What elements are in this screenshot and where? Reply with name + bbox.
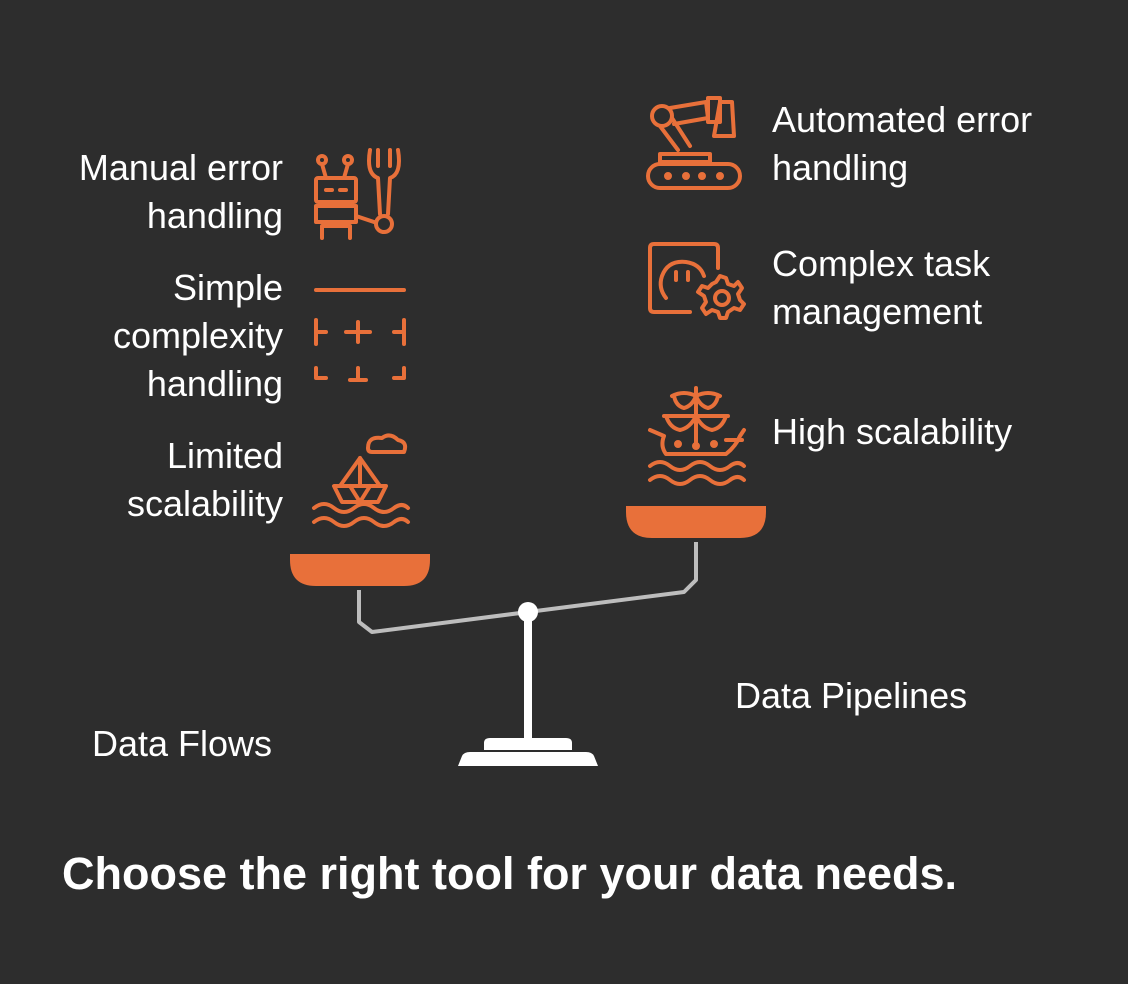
manual-error-label: Manual error handling [78, 147, 283, 236]
frame-plus-icon [310, 282, 410, 386]
small-boat-icon [310, 428, 410, 528]
sailing-ship-icon [644, 384, 748, 486]
robotic-arm-icon [644, 94, 748, 194]
automated-error-label: Automated error handling [772, 99, 1033, 188]
scale-base [484, 738, 572, 750]
right-pan [626, 506, 766, 538]
scale-post [524, 620, 532, 738]
robot-wrench-icon [308, 144, 412, 244]
high-scalability-label: High scalability [772, 411, 1013, 452]
scale-foot [458, 752, 598, 766]
complex-task-label: Complex task management [772, 243, 991, 332]
data-flows-title: Data Flows [92, 723, 273, 764]
left-pan [290, 554, 430, 586]
limited-scalability-label: Limited scalability [126, 435, 283, 524]
screen-gear-icon [646, 238, 750, 338]
simple-complexity-label: Simple complexity handling [112, 267, 283, 404]
scale-pivot [518, 602, 538, 622]
caption: Choose the right tool for your data need… [62, 848, 958, 899]
data-pipelines-title: Data Pipelines [735, 675, 968, 716]
